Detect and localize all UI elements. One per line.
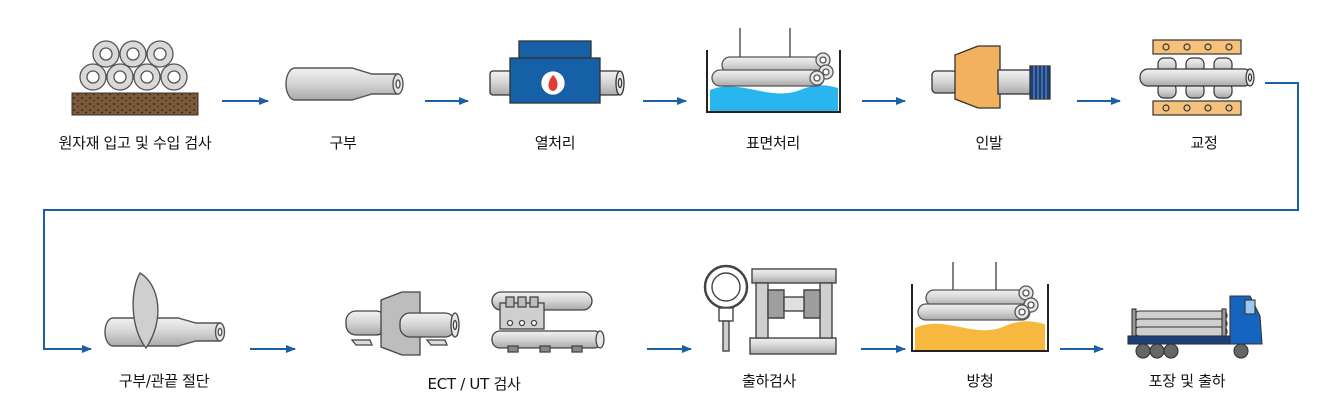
heat-treatment-furnace-icon [489, 40, 625, 104]
gauge-and-press-icon [703, 264, 837, 355]
step-label-surface-treatment: 표면처리 [745, 134, 800, 152]
step-label-shipping: 포장 및 출하 [1148, 372, 1226, 390]
ect-ut-inspection-icon [345, 291, 605, 356]
drawing-die-icon [931, 45, 1051, 109]
step-label-anti-rust: 방청 [966, 372, 994, 390]
step-label-straightening: 교정 [1190, 134, 1218, 152]
step-label-cutting: 구부/관끝 절단 [118, 372, 210, 390]
step-label-drawing: 인발 [975, 134, 1003, 152]
straightening-rollers-icon [1139, 39, 1255, 116]
pickling-tank-icon [706, 28, 841, 113]
truck-icon [1127, 295, 1263, 359]
step-label-shipment-inspection: 출하검사 [741, 372, 796, 390]
anti-rust-tank-icon [911, 262, 1049, 352]
stacked-pipes-on-soil-icon [71, 40, 199, 116]
step-label-ect-ut: ECT / UT 검사 [427, 375, 521, 393]
step-label-raw-materials: 원자재 입고 및 수입 검사 [58, 134, 212, 152]
cutting-saw-icon [104, 272, 226, 350]
step-label-bend: 구부 [329, 134, 357, 152]
connector-row1-to-row2 [43, 82, 1299, 353]
swaged-tube-icon [285, 67, 404, 101]
step-label-heat-treatment: 열처리 [534, 134, 576, 152]
flow-arrows [43, 82, 1299, 353]
